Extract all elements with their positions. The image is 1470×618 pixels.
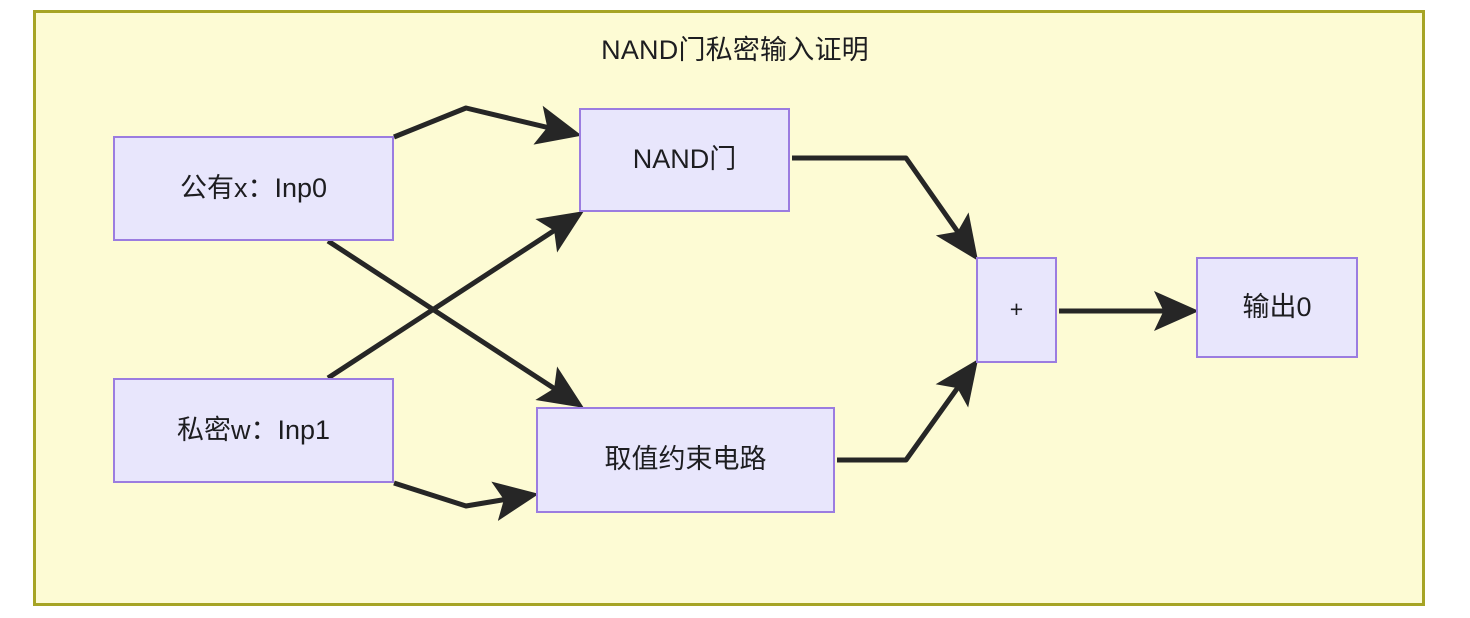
node-output-label: 输出0 [1242,291,1312,322]
diagram-title: NAND门私密输入证明 [601,35,869,65]
node-private-w-label: 私密w：Inp1 [176,414,331,445]
node-nand-gate-label: NAND门 [632,144,737,175]
node-public-x[interactable]: 公有x：Inp0 [113,136,394,241]
node-range-check[interactable]: 取值约束电路 [536,407,835,513]
node-range-check-label: 取值约束电路 [604,444,767,475]
node-output[interactable]: 输出0 [1196,257,1358,358]
node-private-w[interactable]: 私密w：Inp1 [113,378,394,483]
node-sum-label: + [1009,296,1024,323]
node-nand-gate[interactable]: NAND门 [579,108,790,212]
node-public-x-label: 公有x：Inp0 [179,172,328,203]
node-sum[interactable]: + [976,257,1057,363]
